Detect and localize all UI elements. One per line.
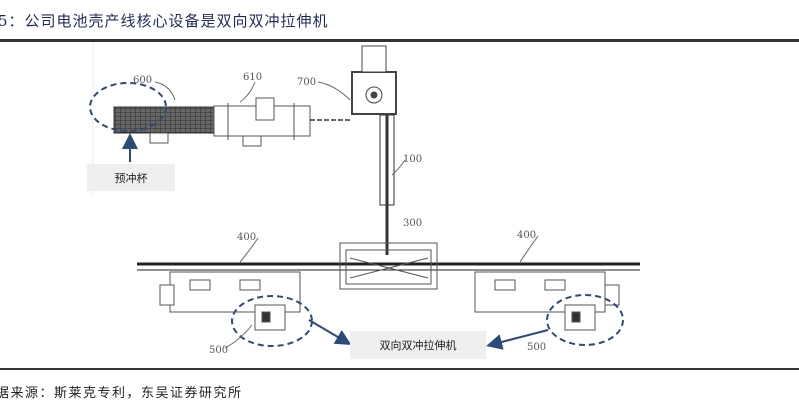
bottom-divider xyxy=(0,368,799,370)
machine-400-left xyxy=(159,271,301,331)
part-100: 100 xyxy=(403,154,422,165)
transfer-rail xyxy=(137,262,640,271)
conveyor-100 xyxy=(379,114,395,255)
double-press-callout-box xyxy=(350,331,486,359)
part-600: 600 xyxy=(133,75,152,86)
source-note: 据来源：斯莱克专利，东吴证券研究所 xyxy=(0,386,243,401)
part-300: 300 xyxy=(403,218,422,229)
precup-label: 预冲杯 xyxy=(115,171,148,185)
part-400-right: 400 xyxy=(517,230,536,241)
center-unit-300 xyxy=(339,242,438,290)
part-500-left: 500 xyxy=(209,345,228,356)
part-400-left: 400 xyxy=(237,232,256,243)
unit-700 xyxy=(351,45,397,115)
machine-400-right xyxy=(474,271,620,331)
part-610: 610 xyxy=(243,72,262,83)
top-divider xyxy=(0,39,799,42)
part-500-right: 500 xyxy=(527,342,546,353)
double-press-label: 双向双冲拉伸机 xyxy=(380,338,457,352)
precup-conveyor-600 xyxy=(113,106,215,144)
figure-title: 5：公司电池壳产线核心设备是双向双冲拉伸机 xyxy=(0,12,329,30)
part-700: 700 xyxy=(297,77,316,88)
precup-callout-box xyxy=(87,164,175,191)
press-610 xyxy=(213,97,311,147)
